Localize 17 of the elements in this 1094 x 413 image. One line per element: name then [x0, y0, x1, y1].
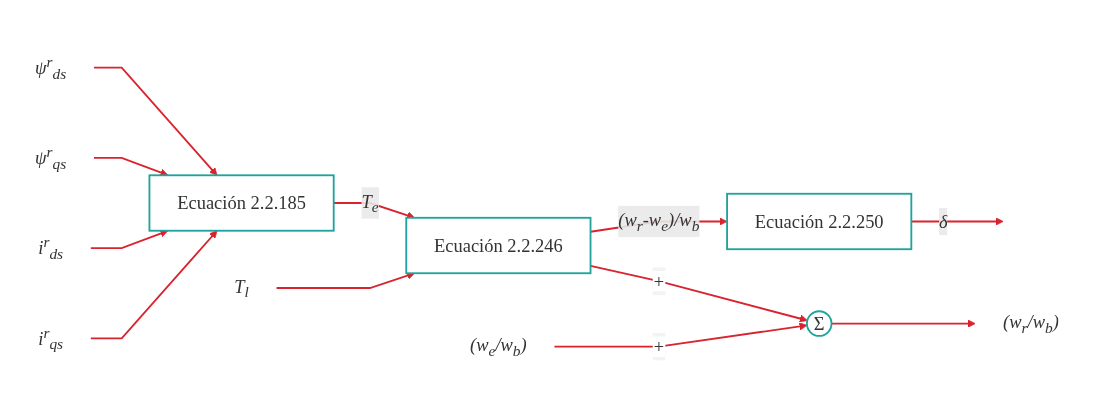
edge-label: δ	[939, 211, 948, 232]
node-box: Ecuación 2.2.250	[726, 193, 913, 251]
node-box: Ecuación 2.2.246	[405, 217, 592, 275]
edge-label: (w$_{r}$-w$_{e}$)/w$_{b}$	[618, 209, 700, 235]
edge-label: T$_{e}$	[361, 191, 379, 217]
node-box: Ecuación 2.2.185	[148, 174, 335, 232]
node-circle: Σ	[805, 310, 833, 337]
arrow	[89, 230, 218, 340]
arrow	[89, 229, 169, 250]
edge-label: +	[652, 271, 666, 292]
arrow	[93, 157, 169, 177]
arrow	[93, 66, 218, 176]
node-text: (w$_{r}$/w$_{b}$)	[1003, 311, 1059, 337]
edge-label: +	[652, 336, 666, 358]
arrow	[553, 322, 808, 348]
node-text: T$_{l}$	[234, 276, 249, 302]
node-text: (w$_{e}$/w$_{b}$)	[470, 334, 527, 360]
